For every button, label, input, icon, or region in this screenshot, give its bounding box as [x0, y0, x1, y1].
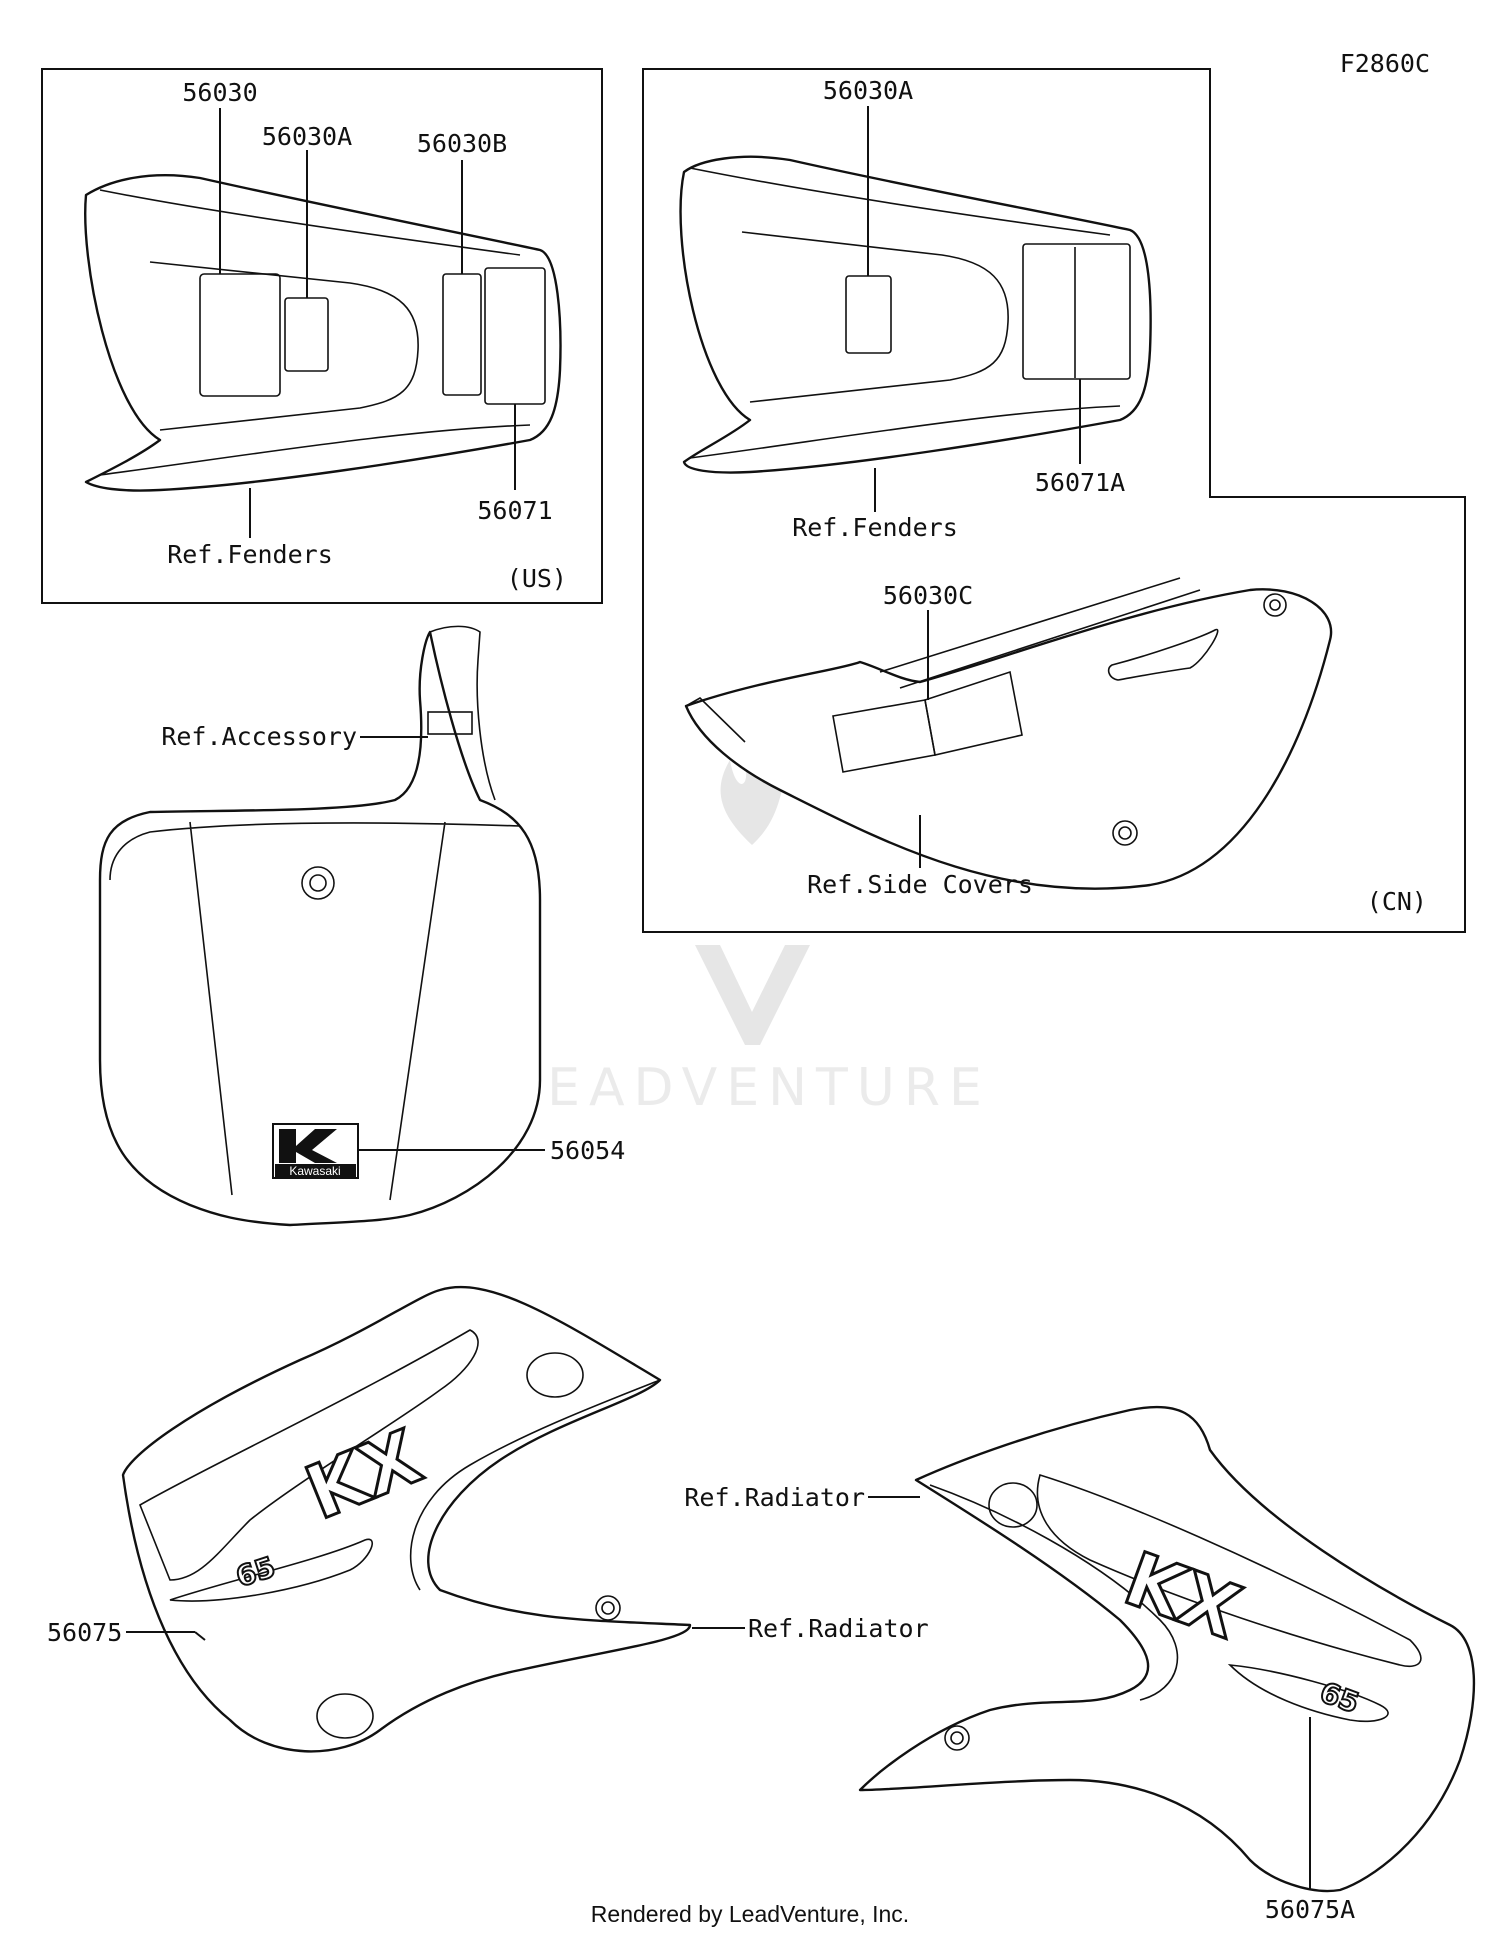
us-panel-frame	[41, 68, 603, 604]
watermark-brand: LEADVENTURE	[509, 1058, 991, 1118]
shroud-left-graphic	[139, 1329, 479, 1602]
label-56075: 56075	[47, 1618, 122, 1647]
number-plate-panel-lines	[109, 821, 521, 1201]
radiator-shroud-right: KX 65 Ref.Radiator 56075A	[684, 1405, 1476, 1924]
shroud-right-graphic	[1036, 1473, 1422, 1723]
label-ref-radiator-right: Ref.Radiator	[684, 1483, 865, 1512]
side-cover-ridge	[879, 577, 1201, 689]
us-fender-panel: 56030 56030A 56030B 56071 Ref.Fenders (U…	[41, 68, 603, 604]
side-cover-bolt-top	[1263, 593, 1287, 617]
label-56030a-us: 56030A	[262, 122, 352, 151]
figure-code: F2860C	[1340, 49, 1430, 78]
shroud-right-bolt	[944, 1725, 970, 1751]
side-cover-bolt-bottom	[1112, 820, 1138, 846]
shroud-left-hole-bottom	[316, 1693, 374, 1739]
shroud-left-bolt-inner	[601, 1601, 615, 1615]
cn-panel-frame	[642, 68, 1466, 933]
label-ref-fenders-us: Ref.Fenders	[167, 540, 333, 569]
label-ref-fenders-cn: Ref.Fenders	[792, 513, 958, 542]
shroud-left-inner-curve	[409, 1379, 661, 1591]
number-plate: Kawasaki Ref.Accessory 56054	[98, 625, 625, 1227]
label-56075a: 56075A	[1265, 1895, 1355, 1924]
side-cover-bolt-top-inner	[1269, 599, 1281, 611]
shroud-right-hole-top	[988, 1482, 1038, 1528]
footer-credit: Rendered by LeadVenture, Inc.	[591, 1901, 909, 1927]
shroud-right-bolt-inner	[950, 1731, 964, 1745]
watermark-v-icon	[695, 945, 810, 1045]
kawasaki-logo: Kawasaki	[272, 1123, 359, 1179]
shroud-left-bolt	[595, 1595, 621, 1621]
radiator-shroud-left: KX 65 56075 Ref.Radiator	[47, 1285, 929, 1753]
region-us: (US)	[507, 564, 567, 593]
label-56030a-cn: 56030A	[823, 76, 913, 105]
label-56030b: 56030B	[417, 129, 507, 158]
label-56030c: 56030C	[883, 581, 973, 610]
side-cover-outline	[684, 588, 1333, 890]
leader-56075-diag	[194, 1631, 206, 1641]
us-decal-56030	[199, 273, 281, 397]
label-ref-side-covers: Ref.Side Covers	[807, 870, 1033, 899]
label-ref-accessory: Ref.Accessory	[161, 722, 357, 751]
kawasaki-name: Kawasaki	[289, 1164, 340, 1178]
shroud-right-inner-curve	[929, 1484, 1179, 1701]
number-plate-top-notch	[429, 625, 496, 801]
side-cover-tab	[685, 697, 746, 743]
watermark: LEADVENTURE	[509, 705, 991, 1118]
region-cn: (CN)	[1367, 887, 1427, 916]
shroud-left-hole-top	[526, 1352, 584, 1398]
label-56030: 56030	[182, 78, 257, 107]
label-56054: 56054	[550, 1136, 625, 1165]
number-plate-outline	[98, 630, 542, 1227]
label-56071a: 56071A	[1035, 468, 1125, 497]
decal-56030c-right	[924, 670, 1023, 756]
us-fender-inner	[99, 189, 531, 476]
side-cover-slot	[1107, 628, 1219, 681]
label-ref-radiator-left: Ref.Radiator	[748, 1614, 929, 1643]
cn-decal-56071a	[1022, 243, 1131, 380]
number-plate-bolt-inner	[309, 874, 327, 892]
us-fender-outline	[84, 174, 562, 492]
accessory-tab	[427, 711, 473, 735]
shroud-left-outline	[121, 1285, 692, 1753]
side-cover-bolt-bottom-inner	[1118, 826, 1132, 840]
kawasaki-k-icon	[279, 1129, 337, 1163]
cn-fender-outline	[679, 155, 1152, 474]
number-plate-bolt	[301, 866, 335, 900]
cn-panel: 56030A 56071A Ref.Fenders 56030C Ref.Sid…	[642, 68, 1466, 933]
shroud-right-outline	[858, 1405, 1476, 1893]
kawasaki-name-bar	[275, 1164, 356, 1177]
label-56071: 56071	[477, 496, 552, 525]
cn-fender-inner	[689, 167, 1121, 459]
